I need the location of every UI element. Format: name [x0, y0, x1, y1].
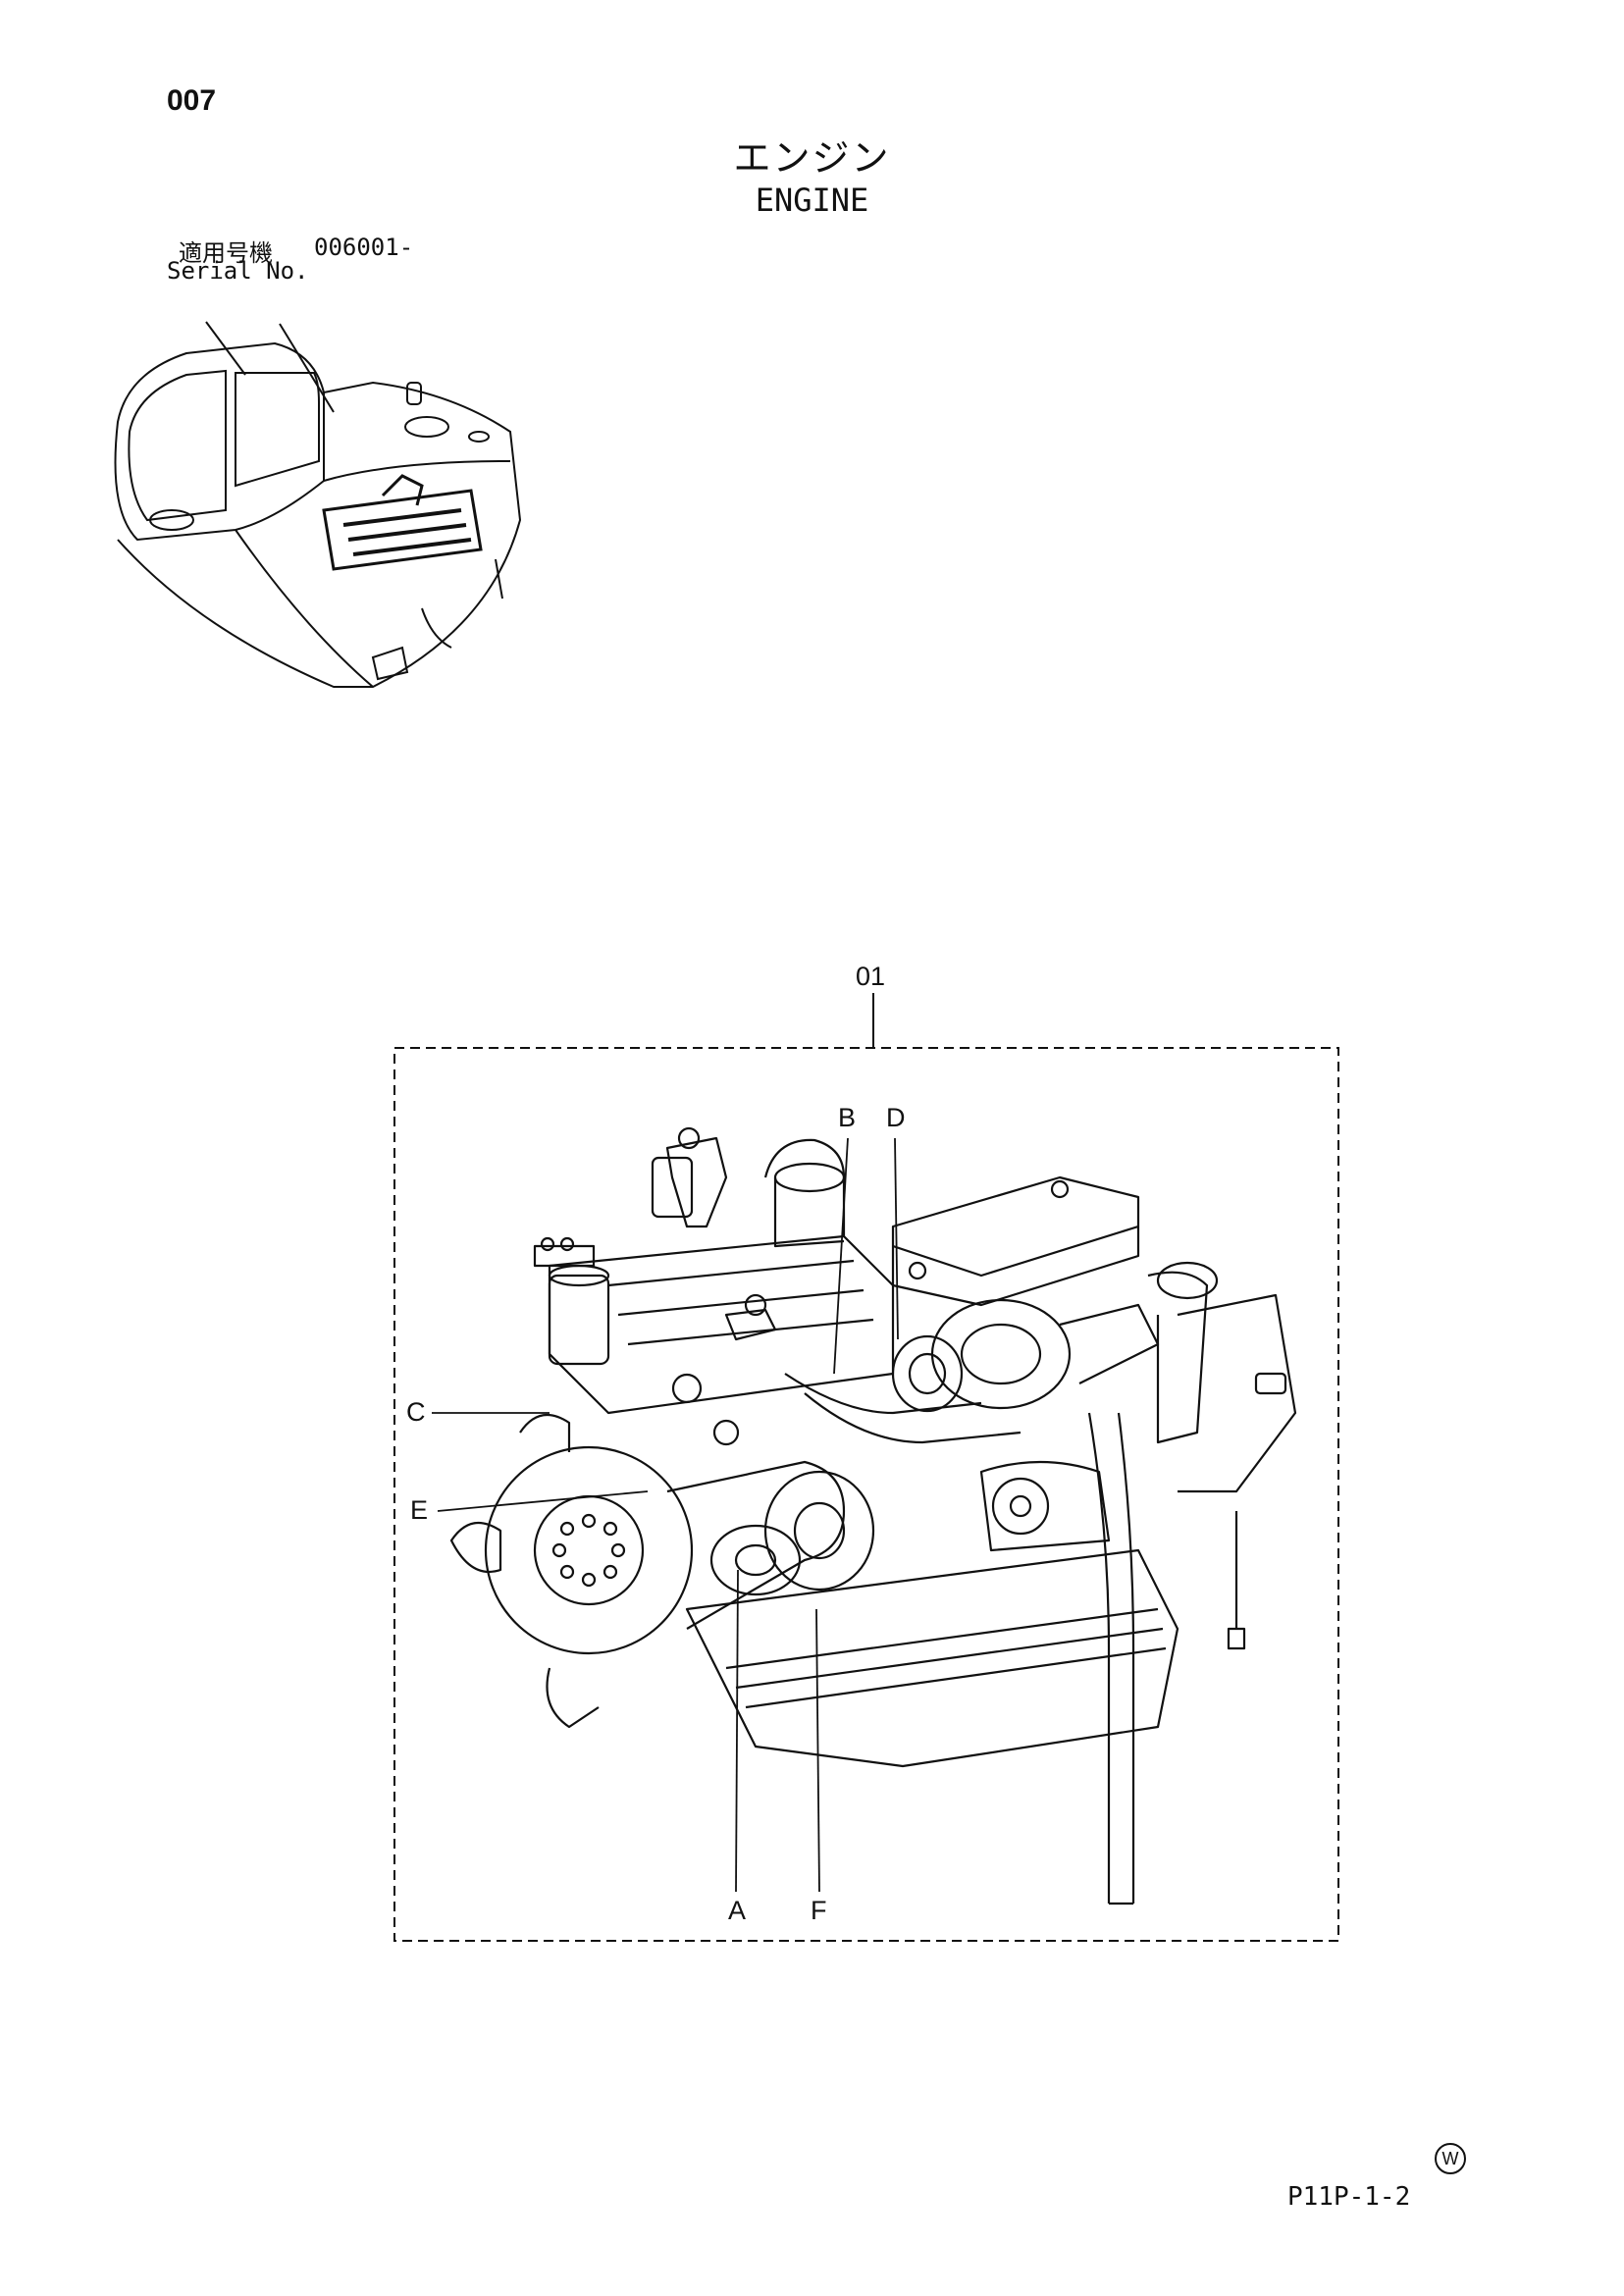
- page-number: 007: [167, 84, 217, 117]
- serial-value: 006001-: [314, 234, 414, 261]
- page-title-en: ENGINE: [755, 182, 869, 219]
- serial-label-en: Serial No.: [167, 257, 309, 285]
- page-title-jp: エンジン: [733, 136, 891, 180]
- callout-01-leader: [872, 993, 874, 1048]
- callout-c: C: [406, 1397, 426, 1427]
- callout-b: B: [838, 1103, 857, 1132]
- excavator-location-illustration: [114, 321, 522, 688]
- circled-w-mark: W: [1435, 2143, 1466, 2174]
- callout-e: E: [410, 1495, 429, 1525]
- callout-d: D: [886, 1103, 906, 1132]
- page-code: P11P-1-2: [1287, 2182, 1411, 2212]
- serial-label-jp: 適用号機: [179, 239, 273, 267]
- engine-illustration: [449, 1126, 1297, 1905]
- callout-01: 01: [856, 962, 886, 991]
- callout-f: F: [811, 1896, 827, 1925]
- engine-frame: [393, 1047, 1339, 1942]
- callout-a: A: [728, 1896, 747, 1925]
